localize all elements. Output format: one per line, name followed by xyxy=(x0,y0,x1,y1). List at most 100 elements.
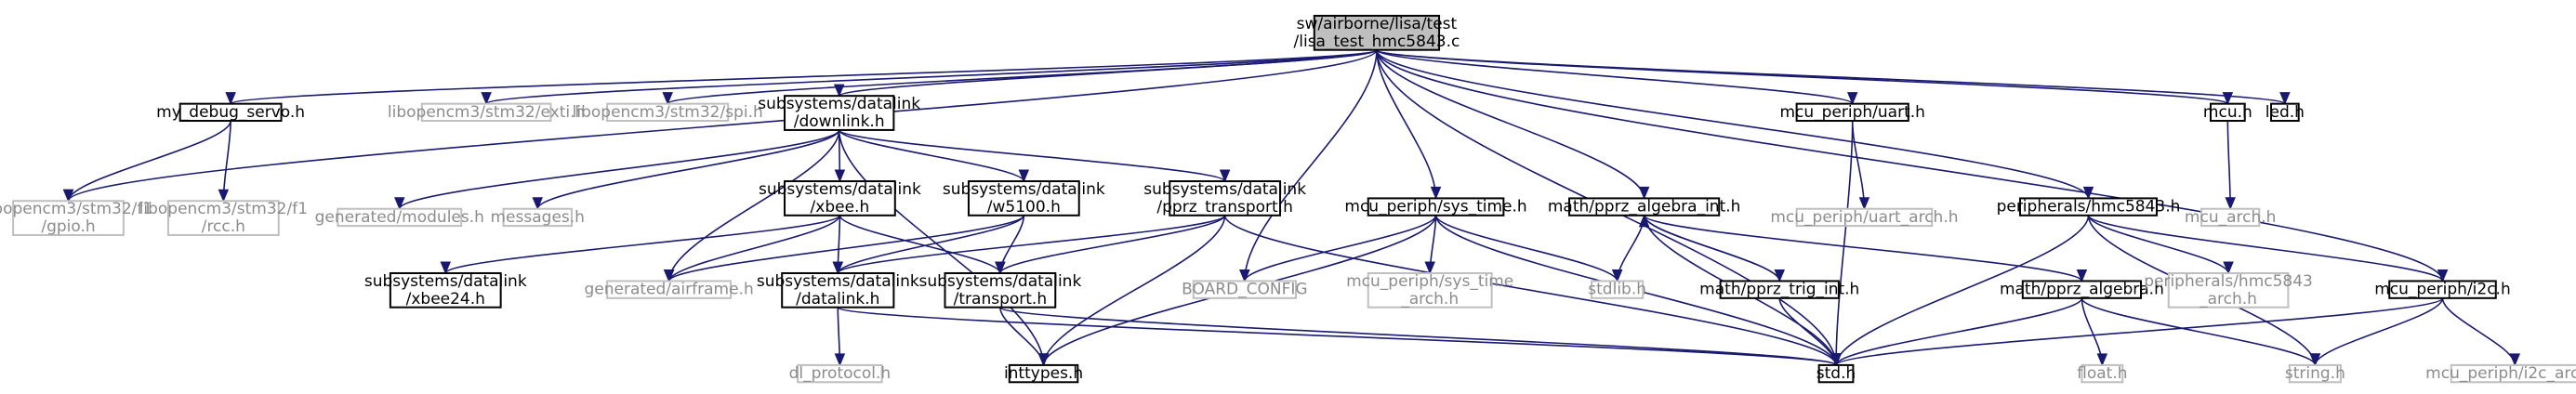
edge-my-debug-servo-to-gpio xyxy=(62,120,231,203)
edge-arrowhead xyxy=(2076,269,2088,282)
node-exti[interactable]: libopencm3/stm32/exti.h xyxy=(388,102,585,123)
edge-root-to-board-config xyxy=(1239,49,1378,282)
node-xbee24[interactable]: subsystems/datalink/xbee24.h xyxy=(364,272,527,309)
edge-line xyxy=(2087,215,2444,282)
edge-arrowhead xyxy=(2309,353,2321,367)
node-hmc5843[interactable]: peripherals/hmc5843.h xyxy=(1997,197,2181,217)
edge-arrowhead xyxy=(1037,353,1050,367)
edge-root-to-downlink xyxy=(833,48,1378,98)
edge-root-to-my-debug-servo xyxy=(225,48,1378,105)
node-label: _arch.h xyxy=(1400,290,1459,309)
node-stdlib[interactable]: stdlib.h xyxy=(1588,280,1646,299)
node-box xyxy=(1313,14,1441,51)
node-uart-arch[interactable]: mcu_periph/uart_arch.h xyxy=(1770,207,1959,228)
node-w5100[interactable]: subsystems/datalink/w5100.h xyxy=(943,180,1105,217)
node-label: mcu_periph/i2c_arch.h xyxy=(2425,364,2576,383)
node-box xyxy=(1169,180,1282,217)
node-string[interactable]: string.h xyxy=(2285,363,2345,384)
node-gpio[interactable]: libopencm3/stm32/f1/gpio.h xyxy=(0,200,152,236)
node-xbee[interactable]: subsystems/datalink/xbee.h xyxy=(759,180,921,217)
edge-line xyxy=(2314,297,2444,366)
edge-arrowhead xyxy=(2437,269,2449,282)
edge-line xyxy=(485,48,1378,105)
edge-pprz-algebra-to-std xyxy=(1830,297,2083,367)
node-root[interactable]: sw/airborne/lisa/test/lisa_test_hmc5843.… xyxy=(1294,15,1460,51)
node-box xyxy=(781,271,895,309)
edge-arrowhead xyxy=(1638,214,1650,228)
node-hmc5843-arch[interactable]: peripherals/hmc5843_arch.h xyxy=(2144,272,2313,309)
edge-line xyxy=(1376,49,1437,199)
edge-root-to-pprz-algebra-int xyxy=(1376,49,1650,200)
edge-xbee-to-xbee24 xyxy=(440,215,841,275)
node-i2c[interactable]: mcu_periph/i2c.h xyxy=(2374,280,2511,299)
node-inttypes[interactable]: inttypes.h xyxy=(1004,363,1083,384)
node-box xyxy=(178,102,283,123)
node-label: /xbee.h xyxy=(811,198,870,217)
node-uart[interactable]: mcu_periph/uart.h xyxy=(1779,102,1925,123)
node-sys-time-arch[interactable]: mcu_periph/sys_time_arch.h xyxy=(1346,272,1513,309)
node-modules[interactable]: generated/modules.h xyxy=(315,207,484,228)
node-sys-time[interactable]: mcu_periph/sys_time.h xyxy=(1344,197,1527,217)
node-label: mcu_periph/i2c.h xyxy=(2374,281,2511,299)
edge-arrowhead xyxy=(1830,353,1842,367)
node-float[interactable]: float.h xyxy=(2077,363,2128,384)
edge-line xyxy=(667,215,1025,282)
node-messages[interactable]: messages.h xyxy=(491,207,585,228)
node-box xyxy=(1367,197,1505,217)
edge-downlink-to-pprz-transport xyxy=(838,129,1231,183)
node-mcu-arch[interactable]: mcu_arch.h xyxy=(2185,207,2277,228)
edge-arrowhead xyxy=(832,261,844,275)
node-dl-protocol[interactable]: dl_protocol.h xyxy=(789,363,892,384)
node-i2c-arch[interactable]: mcu_periph/i2c_arch.h xyxy=(2425,363,2576,384)
edge-root-to-led xyxy=(1376,48,2291,105)
edge-line xyxy=(999,307,1045,366)
node-box xyxy=(784,95,895,131)
node-datalink[interactable]: subsystems/datalink/datalink.h xyxy=(757,272,919,309)
node-label: sw/airborne/lisa/test xyxy=(1297,15,1458,33)
node-spi[interactable]: libopencm3/stm32/spi.h xyxy=(573,102,763,123)
node-transport[interactable]: subsystems/datalink/transport.h xyxy=(918,272,1081,309)
edge-arrowhead xyxy=(481,92,492,105)
node-label: /rcc.h xyxy=(202,217,245,236)
edge-sys-time-to-board-config xyxy=(1239,215,1437,282)
edge-line xyxy=(838,48,1378,97)
node-downlink[interactable]: subsystems/datalink/downlink.h xyxy=(758,95,920,131)
edge-arrowhead xyxy=(833,84,845,98)
edge-line xyxy=(1851,121,1866,209)
node-mcu[interactable]: mcu.h xyxy=(2203,102,2252,123)
edge-arrowhead xyxy=(2223,261,2234,275)
edge-line xyxy=(398,129,840,210)
edge-line xyxy=(1643,215,1781,282)
node-pprz-transport[interactable]: subsystems/datalink/pprz_transport.h xyxy=(1143,180,1306,217)
node-pprz-trig-int[interactable]: math/pprz_trig_int.h xyxy=(1699,280,1859,299)
edge-arrowhead xyxy=(62,189,74,203)
edge-line xyxy=(67,49,1378,202)
node-pprz-algebra-int[interactable]: math/pprz_algebra_int.h xyxy=(1548,197,1741,217)
edge-arrowhead xyxy=(2225,197,2236,211)
node-led[interactable]: led.h xyxy=(2266,102,2305,123)
node-airframe[interactable]: generated/airframe.h xyxy=(584,280,754,299)
node-box xyxy=(1568,197,1721,217)
node-my-debug-servo[interactable]: my_debug_servo.h xyxy=(156,102,305,123)
node-label: /lisa_test_hmc5843.c xyxy=(1294,33,1460,51)
edge-arrowhead xyxy=(662,92,673,105)
node-box xyxy=(166,200,280,236)
edge-arrowhead xyxy=(2096,353,2108,367)
node-box xyxy=(606,102,730,123)
node-board-config[interactable]: BOARD_CONFIG xyxy=(1182,280,1308,299)
edge-sys-time-to-stdlib xyxy=(1434,215,1623,282)
edge-line xyxy=(444,215,841,274)
node-rcc[interactable]: libopencm3/stm32/f1/rcc.h xyxy=(139,200,308,236)
edge-hmc5843-to-i2c xyxy=(2087,215,2449,282)
edge-arrowhead xyxy=(1424,261,1435,275)
edge-pprz-transport-to-datalink xyxy=(832,215,1226,275)
node-std[interactable]: std.h xyxy=(1816,363,1856,384)
edge-arrowhead xyxy=(1219,169,1231,183)
node-label: libopencm3/stm32/spi.h xyxy=(573,103,763,122)
node-pprz-algebra[interactable]: math/pprz_algebra.h xyxy=(2000,280,2164,299)
edge-arrowhead xyxy=(1638,186,1650,200)
node-box xyxy=(420,102,552,123)
edge-line xyxy=(1376,49,2444,282)
node-box xyxy=(2450,363,2576,384)
node-label: /pprz_transport.h xyxy=(1156,198,1292,217)
